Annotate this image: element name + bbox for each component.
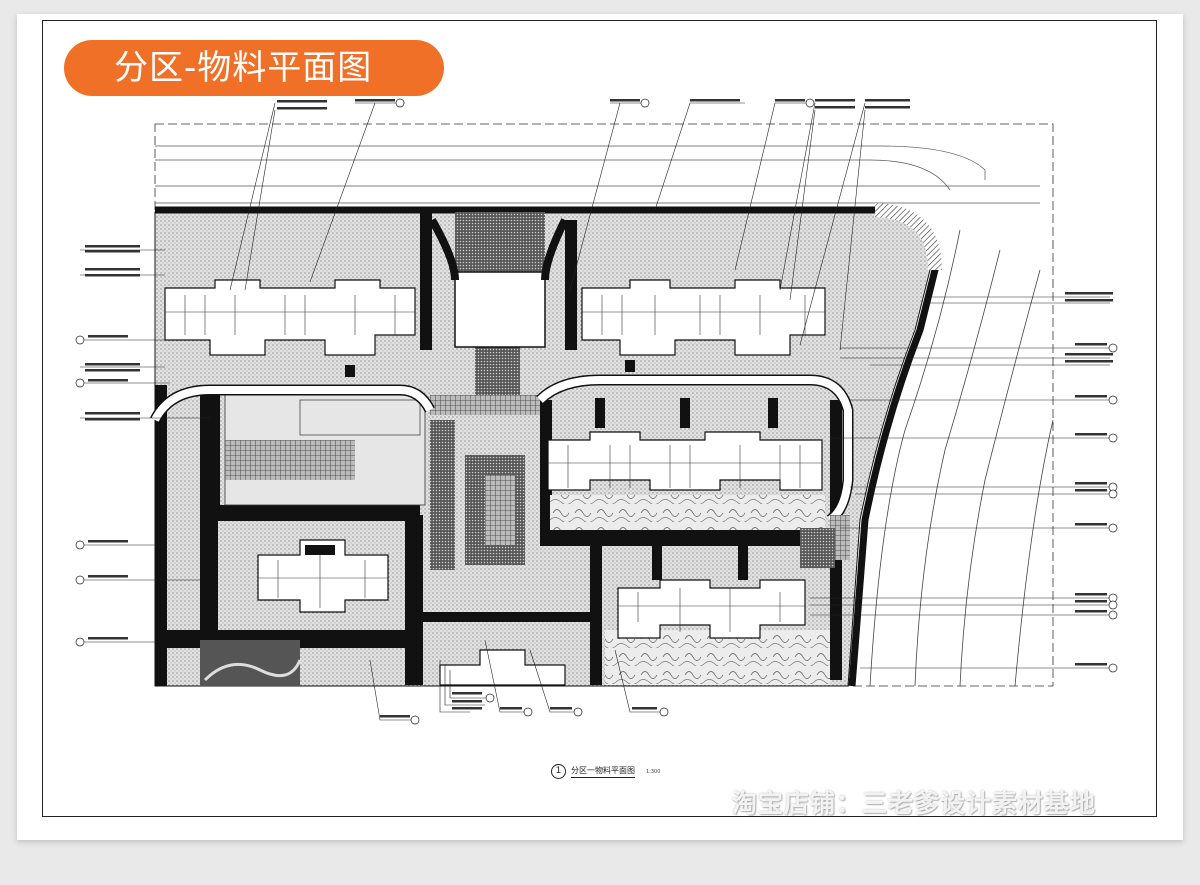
caption-number: 1	[551, 764, 566, 779]
caption-title: 分区一物料平面图	[571, 765, 635, 778]
drawing-frame	[42, 20, 1157, 817]
drawing-caption: 1 分区一物料平面图 1:300	[551, 764, 660, 779]
caption-scale: 1:300	[646, 768, 661, 775]
watermark-text: 淘宝店铺：三老爹设计素材基地	[732, 789, 1097, 818]
page-title: 分区-物料平面图	[64, 40, 444, 96]
